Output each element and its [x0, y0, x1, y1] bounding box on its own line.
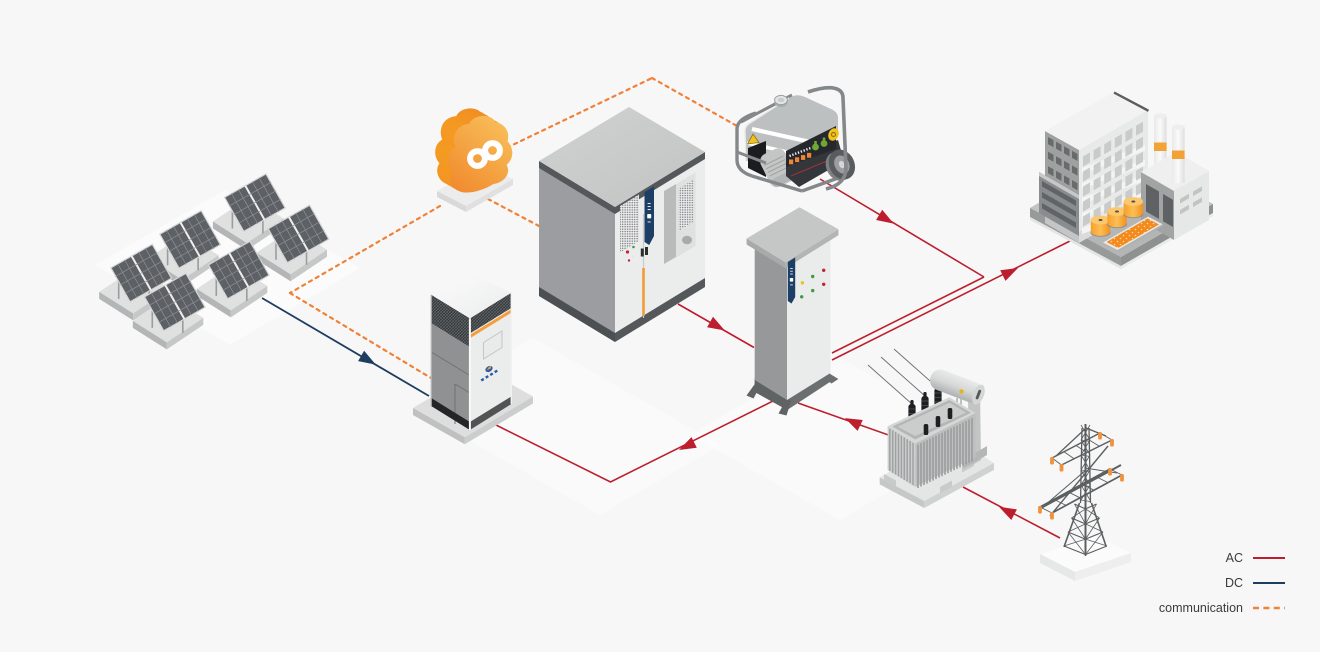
- svg-text:DC: DC: [1225, 576, 1243, 590]
- svg-text:communication: communication: [1159, 601, 1243, 615]
- svg-text:AC: AC: [1226, 551, 1243, 565]
